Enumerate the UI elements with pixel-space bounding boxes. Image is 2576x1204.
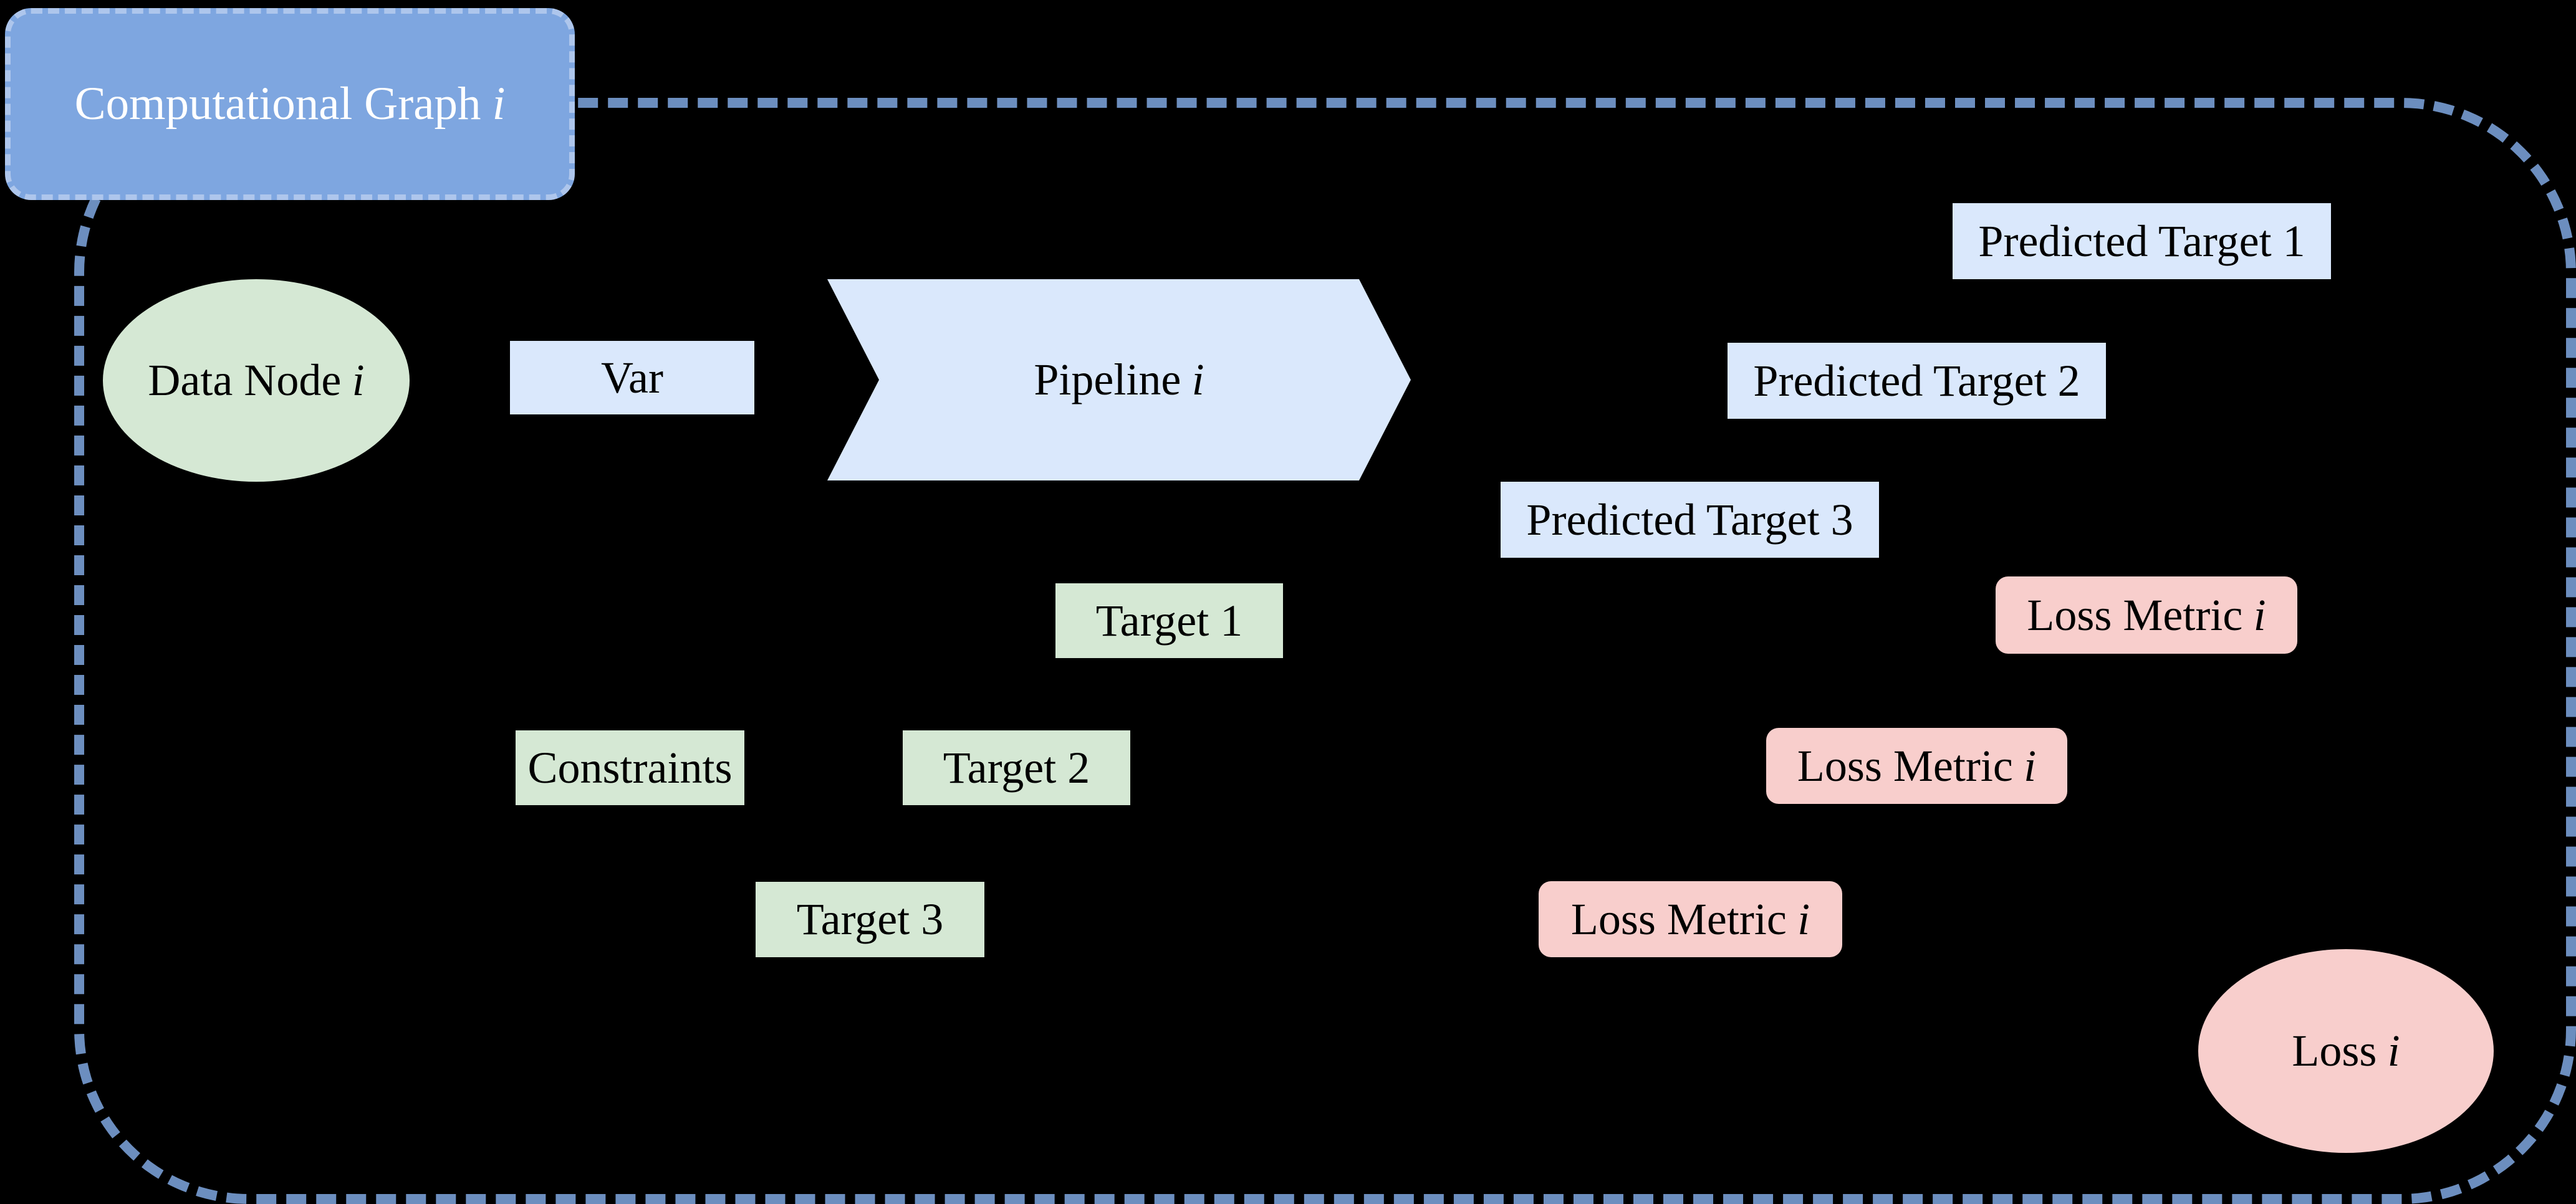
graph-boundary-dashed-border [74, 98, 2576, 1204]
node-target-2: Target 2 [903, 730, 1130, 805]
node-label-index: i [2387, 1026, 2400, 1076]
node-label: Loss Metric [2027, 590, 2243, 640]
node-label: Constraints [527, 742, 733, 793]
node-label-index: i [2024, 740, 2037, 791]
node-predicted-target-2: Predicted Target 2 [1728, 343, 2106, 419]
node-label: Var [601, 352, 663, 403]
node-label-index: i [352, 355, 365, 405]
node-label-index: i [1191, 355, 1204, 404]
node-label: Pipeline [1034, 355, 1181, 404]
node-target-3: Target 3 [756, 882, 984, 957]
node-predicted-target-3: Predicted Target 3 [1501, 482, 1879, 558]
node-label: Predicted Target 1 [1978, 216, 2305, 266]
node-label: Data Node [148, 355, 342, 405]
node-label: Target 1 [1095, 595, 1243, 646]
graph-title-index: i [492, 78, 506, 130]
node-constraints: Constraints [516, 730, 744, 805]
node-target-1: Target 1 [1055, 583, 1283, 658]
node-label: Loss Metric [1797, 740, 2013, 791]
node-label: Target 2 [943, 742, 1090, 793]
node-predicted-target-1: Predicted Target 1 [1953, 203, 2331, 279]
node-label: Predicted Target 2 [1753, 355, 2080, 406]
node-label-index: i [1797, 894, 1810, 944]
node-label-index: i [2253, 590, 2266, 640]
node-var: Var [510, 341, 754, 414]
graph-title-label: Computational Graph [74, 78, 481, 130]
node-label: Loss [2292, 1026, 2377, 1076]
node-label: Loss Metric [1570, 894, 1787, 944]
node-label: Predicted Target 3 [1526, 494, 1853, 545]
node-label: Target 3 [796, 894, 944, 944]
